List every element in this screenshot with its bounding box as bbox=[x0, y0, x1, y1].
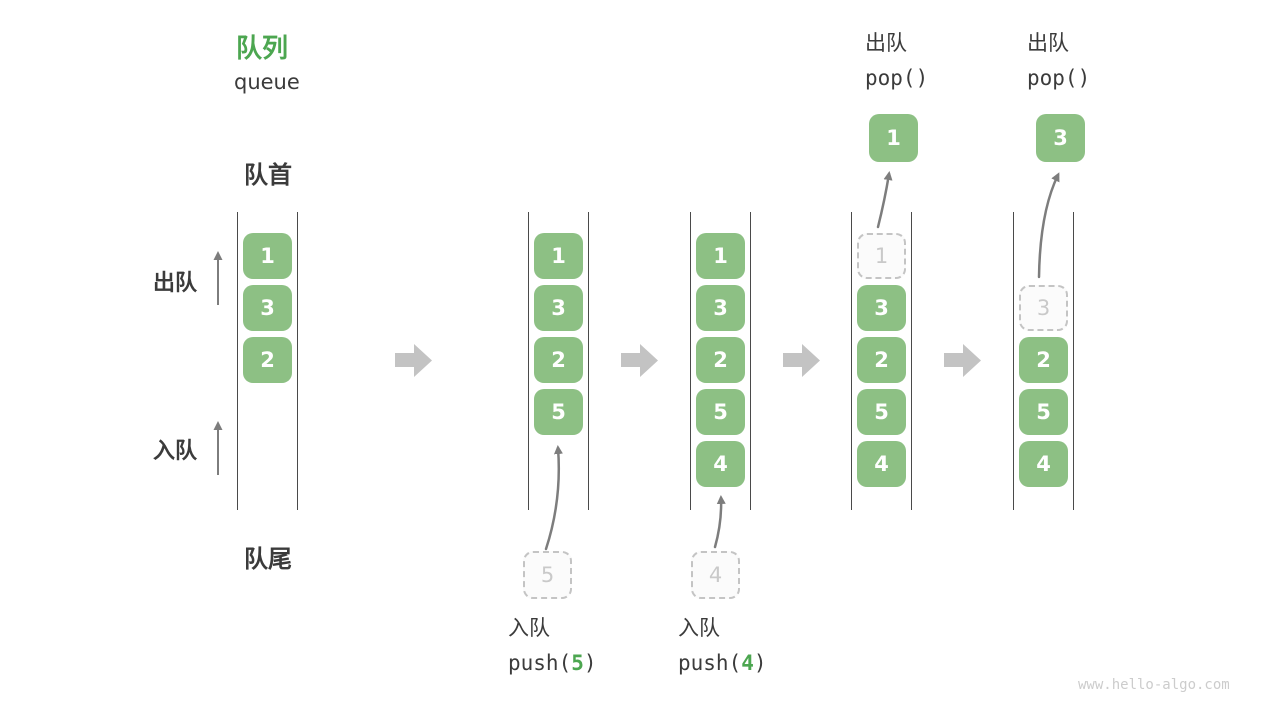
step-transition-arrow-icon bbox=[783, 344, 820, 377]
pop-3-code: pop() bbox=[1027, 66, 1091, 90]
queue-item: 3 bbox=[534, 285, 583, 331]
queue-front-label: 队首 bbox=[244, 161, 292, 189]
queue-column-4 bbox=[851, 212, 912, 510]
pop-3-operation-label: 出队 pop() bbox=[1027, 33, 1090, 89]
push-5-code: push(5) bbox=[508, 651, 597, 675]
push-5-operation-label: 入队 push(5) bbox=[508, 618, 597, 674]
pending-push-item: 4 bbox=[691, 551, 740, 599]
dequeue-side-label: 出队 bbox=[153, 271, 198, 296]
enqueue-op-label: 入队 bbox=[678, 616, 720, 640]
enqueue-op-label: 入队 bbox=[508, 616, 550, 640]
queue-item: 4 bbox=[696, 441, 745, 487]
step-transition-arrow-icon bbox=[395, 344, 432, 377]
queue-column-3 bbox=[690, 212, 751, 510]
pop-1-operation-label: 出队 pop() bbox=[865, 33, 928, 89]
step-transition-arrow-icon bbox=[944, 344, 981, 377]
diagram-title-en: queue bbox=[234, 70, 300, 94]
queue-item: 2 bbox=[857, 337, 906, 383]
queue-rear-label: 队尾 bbox=[244, 545, 292, 573]
ghost-popped-slot: 1 bbox=[857, 233, 906, 279]
queue-item: 3 bbox=[857, 285, 906, 331]
queue-item: 4 bbox=[1019, 441, 1068, 487]
queue-item: 5 bbox=[1019, 389, 1068, 435]
queue-item: 1 bbox=[243, 233, 292, 279]
popped-item: 3 bbox=[1036, 114, 1085, 162]
ghost-popped-slot: 3 bbox=[1019, 285, 1068, 331]
push-4-code: push(4) bbox=[678, 651, 767, 675]
dequeue-op-label: 出队 bbox=[1027, 31, 1069, 55]
queue-item: 2 bbox=[1019, 337, 1068, 383]
queue-item: 5 bbox=[696, 389, 745, 435]
pending-push-item: 5 bbox=[523, 551, 572, 599]
queue-item: 2 bbox=[534, 337, 583, 383]
queue-item: 4 bbox=[857, 441, 906, 487]
dequeue-op-label: 出队 bbox=[865, 31, 907, 55]
diagram-title-zh: 队列 bbox=[236, 34, 289, 64]
queue-item: 3 bbox=[696, 285, 745, 331]
queue-column-2 bbox=[528, 212, 589, 510]
queue-item: 2 bbox=[243, 337, 292, 383]
watermark: www.hello-algo.com bbox=[1078, 677, 1230, 693]
queue-item: 3 bbox=[243, 285, 292, 331]
queue-item: 5 bbox=[534, 389, 583, 435]
queue-column-1 bbox=[237, 212, 298, 510]
queue-item: 5 bbox=[857, 389, 906, 435]
enqueue-side-label: 入队 bbox=[153, 439, 198, 464]
push-4-operation-label: 入队 push(4) bbox=[678, 618, 767, 674]
popped-item: 1 bbox=[869, 114, 918, 162]
queue-item: 1 bbox=[534, 233, 583, 279]
queue-item: 1 bbox=[696, 233, 745, 279]
step-transition-arrow-icon bbox=[621, 344, 658, 377]
pop-1-code: pop() bbox=[865, 66, 929, 90]
queue-column-5 bbox=[1013, 212, 1074, 510]
queue-item: 2 bbox=[696, 337, 745, 383]
